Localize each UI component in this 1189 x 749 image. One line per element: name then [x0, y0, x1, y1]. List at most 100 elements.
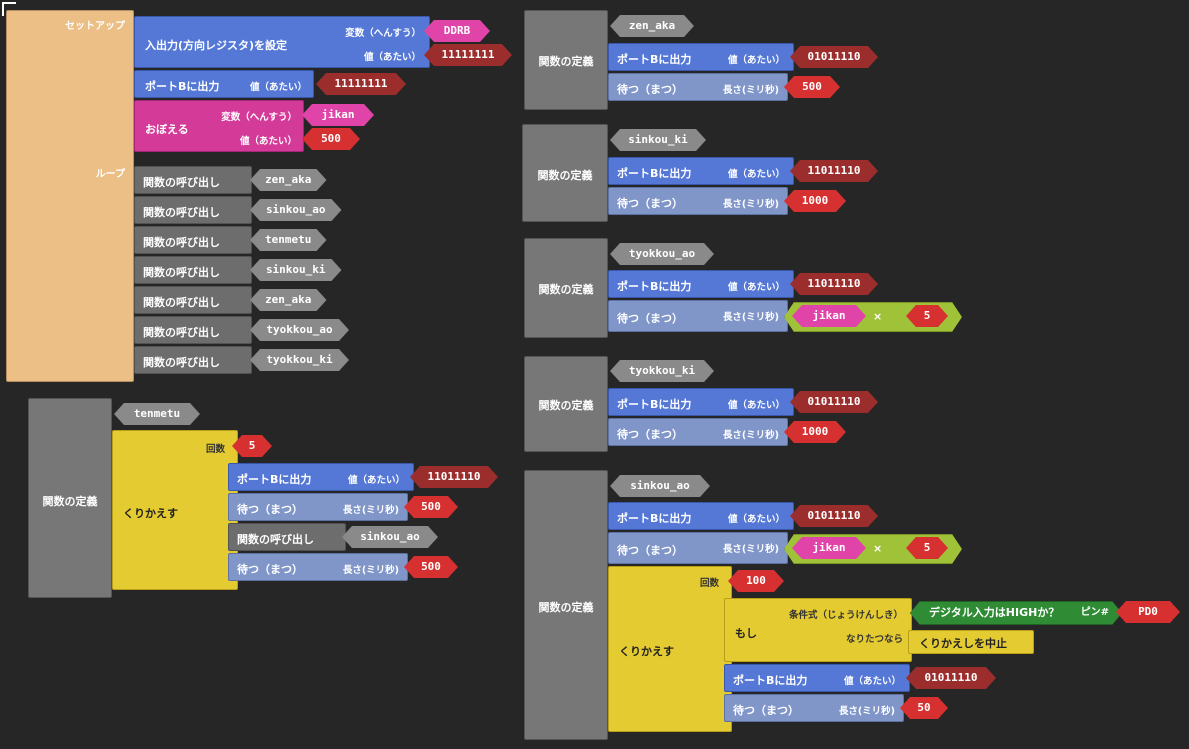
repeat-count-tenmetu[interactable]: 5	[232, 435, 272, 457]
mult-value-tyokkou-ao[interactable]: 5	[906, 305, 948, 327]
loop-call-block[interactable]: 関数の呼び出し	[134, 316, 252, 344]
if-block[interactable]: もし 条件式（じょうけんしき） なりたつなら	[724, 598, 912, 662]
call-label: 関数の呼び出し	[143, 206, 220, 219]
length-label: 長さ(ミリ秒)	[722, 430, 779, 441]
io-set-var-value[interactable]: DDRB	[424, 20, 490, 42]
remember-val-value[interactable]: 500	[302, 128, 360, 150]
loop-call-name[interactable]: zen_aka	[250, 169, 327, 191]
portb-out-block[interactable]: ポートBに出力 値（あたい）	[608, 157, 794, 185]
portb-value-tyokkou-ki[interactable]: 01011110	[790, 391, 878, 413]
setup-portb-out-block[interactable]: ポートBに出力 値（あたい）	[134, 70, 314, 98]
remember-var-value[interactable]: jikan	[302, 104, 374, 126]
setup-loop-block[interactable]: セットアップ ループ	[6, 10, 134, 382]
pin-value[interactable]: PD0	[1116, 601, 1180, 623]
loop-call-name[interactable]: zen_aka	[250, 289, 327, 311]
wait-block[interactable]: 待つ（まつ） 長さ(ミリ秒)	[228, 493, 408, 521]
portb-out-label: ポートBに出力	[617, 280, 692, 293]
wait-block[interactable]: 待つ（まつ） 長さ(ミリ秒)	[608, 73, 788, 101]
length-label: 長さ(ミリ秒)	[838, 706, 895, 717]
condition-label: 条件式（じょうけんしき）	[788, 610, 903, 621]
func-name-zen-aka[interactable]: zen_aka	[610, 15, 694, 37]
portb-value-tenmetu[interactable]: 11011110	[410, 466, 498, 488]
wait-block[interactable]: 待つ（まつ） 長さ(ミリ秒)	[724, 694, 904, 722]
wait-block[interactable]: 待つ（まつ） 長さ(ミリ秒)	[608, 418, 788, 446]
wait-block[interactable]: 待つ（まつ） 長さ(ミリ秒)	[608, 300, 788, 332]
portb-out-block[interactable]: ポートBに出力 値（あたい）	[608, 270, 794, 298]
value-label: 値（あたい）	[843, 676, 901, 687]
func-name-sinkou-ao[interactable]: sinkou_ao	[610, 475, 710, 497]
wait-value-zen-aka[interactable]: 500	[784, 76, 840, 98]
break-block[interactable]: くりかえしを中止	[908, 630, 1034, 654]
wait-value-tenmetu-2[interactable]: 500	[404, 556, 458, 578]
digital-read-label: デジタル入力はHIGHか？	[929, 606, 1060, 619]
value-label: 値（あたい）	[727, 282, 785, 293]
loop-call-block[interactable]: 関数の呼び出し	[134, 196, 252, 224]
io-set-label: 入出力(方向レジスタ)を設定	[145, 39, 288, 52]
portb-out-block[interactable]: ポートBに出力 値（あたい）	[724, 664, 910, 692]
func-name-tyokkou-ao[interactable]: tyokkou_ao	[610, 243, 714, 265]
portb-value-zen-aka[interactable]: 01011110	[790, 46, 878, 68]
define-block-tyokkou-ki[interactable]: 関数の定義	[524, 356, 608, 452]
io-set-val-label: 値（あたい）	[363, 52, 421, 63]
wait-value-tenmetu-1[interactable]: 500	[404, 496, 458, 518]
loop-call-name[interactable]: sinkou_ki	[250, 259, 342, 281]
portb-out-label: ポートBに出力	[237, 473, 312, 486]
multiply-symbol: ×	[873, 310, 883, 323]
repeat-block-tenmetu[interactable]: くりかえす 回数	[112, 430, 238, 590]
loop-call-block[interactable]: 関数の呼び出し	[134, 166, 252, 194]
loop-call-block[interactable]: 関数の呼び出し	[134, 286, 252, 314]
var-jikan-tyokkou-ao[interactable]: jikan	[792, 305, 866, 327]
length-label: 長さ(ミリ秒)	[722, 85, 779, 96]
mult-value-sinkou-ao[interactable]: 5	[906, 537, 948, 559]
io-set-val-value[interactable]: 11111111	[424, 44, 512, 66]
define-label: 関数の定義	[538, 399, 594, 412]
io-set-block[interactable]: 入出力(方向レジスタ)を設定 変数（へんすう） 値（あたい）	[134, 16, 430, 68]
wait-block[interactable]: 待つ（まつ） 長さ(ミリ秒)	[608, 187, 788, 215]
loop-call-name[interactable]: sinkou_ao	[250, 199, 342, 221]
setup-portb-value[interactable]: 11111111	[316, 73, 406, 95]
call-name-tenmetu[interactable]: sinkou_ao	[342, 526, 438, 548]
wait-value-sinkou-ao-2[interactable]: 50	[900, 697, 948, 719]
count-label: 回数	[205, 444, 225, 455]
wait-block[interactable]: 待つ（まつ） 長さ(ミリ秒)	[228, 553, 408, 581]
value-label: 値（あたい）	[347, 475, 405, 486]
value-label: 値（あたい）	[727, 514, 785, 525]
portb-value-sinkou-ao[interactable]: 01011110	[790, 505, 878, 527]
func-name-tyokkou-ki[interactable]: tyokkou_ki	[610, 360, 714, 382]
wait-label: 待つ（まつ）	[617, 83, 683, 96]
var-jikan-sinkou-ao[interactable]: jikan	[792, 537, 866, 559]
func-name-tenmetu[interactable]: tenmetu	[114, 403, 200, 425]
portb-value-sinkou-ki[interactable]: 11011110	[790, 160, 878, 182]
loop-call-block[interactable]: 関数の呼び出し	[134, 226, 252, 254]
func-name-sinkou-ki[interactable]: sinkou_ki	[610, 129, 706, 151]
define-block-zen-aka[interactable]: 関数の定義	[524, 10, 608, 110]
digital-read-block[interactable]: デジタル入力はHIGHか？ ピン#	[910, 601, 1122, 625]
remember-block[interactable]: おぼえる 変数（へんすう） 値（あたい）	[134, 100, 304, 152]
define-block-tenmetu[interactable]: 関数の定義	[28, 398, 112, 598]
setup-label: セットアップ	[65, 21, 125, 32]
define-block-sinkou-ao[interactable]: 関数の定義	[524, 470, 608, 740]
portb-out-label: ポートBに出力	[617, 167, 692, 180]
loop-call-block[interactable]: 関数の呼び出し	[134, 346, 252, 374]
wait-label: 待つ（まつ）	[237, 563, 303, 576]
wait-value-tyokkou-ki[interactable]: 1000	[784, 421, 846, 443]
loop-call-name[interactable]: tyokkou_ki	[250, 349, 349, 371]
portb-out-block[interactable]: ポートBに出力 値（あたい）	[608, 43, 794, 71]
wait-block[interactable]: 待つ（まつ） 長さ(ミリ秒)	[608, 532, 788, 564]
portb-out-block[interactable]: ポートBに出力 値（あたい）	[608, 502, 794, 530]
wait-value-sinkou-ki[interactable]: 1000	[784, 190, 846, 212]
repeat-block-sinkou-ao[interactable]: くりかえす 回数	[608, 566, 732, 732]
portb-value-sinkou-ao-2[interactable]: 01011110	[906, 667, 996, 689]
loop-call-block[interactable]: 関数の呼び出し	[134, 256, 252, 284]
define-block-sinkou-ki[interactable]: 関数の定義	[522, 124, 608, 222]
define-block-tyokkou-ao[interactable]: 関数の定義	[524, 238, 608, 338]
portb-value-tyokkou-ao[interactable]: 11011110	[790, 273, 878, 295]
repeat-label: くりかえす	[123, 507, 178, 520]
repeat-count-sinkou-ao[interactable]: 100	[728, 570, 784, 592]
call-block[interactable]: 関数の呼び出し	[228, 523, 346, 551]
loop-call-name[interactable]: tenmetu	[250, 229, 327, 251]
portb-out-block[interactable]: ポートBに出力 値（あたい）	[228, 463, 414, 491]
loop-call-name[interactable]: tyokkou_ao	[250, 319, 349, 341]
portb-out-block[interactable]: ポートBに出力 値（あたい）	[608, 388, 794, 416]
then-label: なりたつなら	[845, 634, 903, 645]
